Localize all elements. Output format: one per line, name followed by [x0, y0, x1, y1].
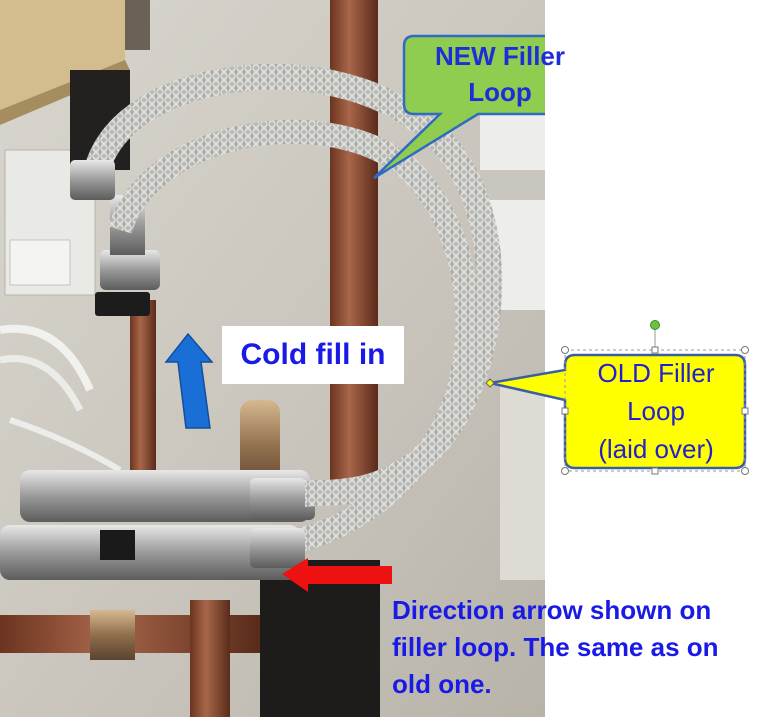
- new-filler-callout-shape: [373, 34, 545, 180]
- old-filler-line-2: Loop: [627, 396, 685, 426]
- direction-note-line-1: Direction arrow shown on: [392, 595, 712, 625]
- up-arrow-icon: [164, 332, 214, 429]
- cold-fill-box: [222, 326, 404, 384]
- new-filler-line-1: NEW Filler: [434, 41, 565, 71]
- new-filler-line-2: Loop: [468, 77, 532, 107]
- new-filler-label: NEW Filler Loop: [408, 38, 592, 110]
- old-filler-line-1: OLD Filler: [597, 358, 715, 388]
- old-filler-callout: [485, 320, 749, 475]
- old-filler-line-3: (laid over): [598, 434, 714, 464]
- cold-fill-label: Cold fill in: [240, 338, 386, 371]
- old-filler-label[interactable]: OLD Filler Loop (laid over): [568, 354, 744, 468]
- direction-note-line-3: old one.: [392, 669, 492, 699]
- direction-note-line-2: filler loop. The same as on: [392, 632, 719, 662]
- plumbing-photo: [0, 0, 545, 717]
- direction-note: Direction arrow shown on filler loop. Th…: [392, 592, 770, 703]
- left-arrow-icon: [282, 558, 392, 592]
- selection-handle-icon[interactable]: [650, 320, 660, 330]
